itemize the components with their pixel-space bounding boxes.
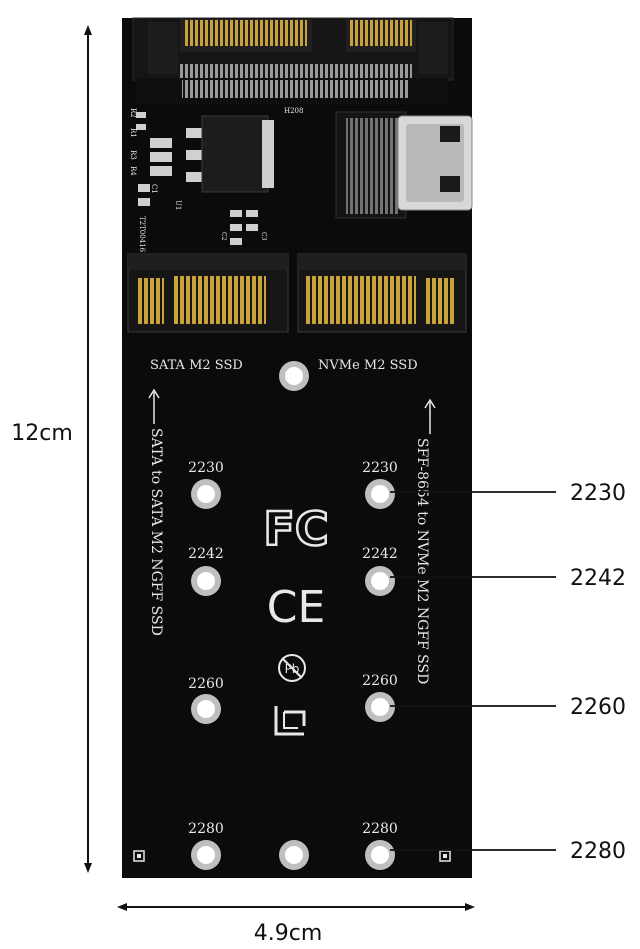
width-dimension: 4.9cm bbox=[117, 903, 475, 946]
right-vertical-text: SFF-8654 to NVMe M2 NGFF SSD bbox=[414, 438, 430, 684]
smd-resistors: R2 R1 R3 R4 C1 T2T00416 bbox=[129, 108, 172, 253]
left-hole-label-2280: 2280 bbox=[188, 821, 224, 837]
board-code: T2T00416 bbox=[138, 216, 146, 253]
recycle-icon bbox=[274, 706, 306, 736]
callout-label-2230: 2230 bbox=[570, 481, 626, 506]
svg-text:FC: FC bbox=[263, 502, 328, 556]
callout-label-2242: 2242 bbox=[570, 566, 626, 591]
right-mount-holes: 2230 2242 2260 2280 bbox=[362, 460, 398, 870]
height-label: 12cm bbox=[11, 421, 73, 446]
left-vertical-text: SATA to SATA M2 NGFF SSD bbox=[148, 428, 164, 636]
sata-connector bbox=[132, 17, 454, 104]
left-hole-label-2230: 2230 bbox=[188, 460, 224, 476]
top-label: H208 bbox=[284, 107, 303, 115]
ce-mark-icon: CE bbox=[267, 582, 326, 633]
nvme-slot-title: NVMe M2 SSD bbox=[318, 358, 418, 373]
pb-free-icon: Pb bbox=[278, 654, 306, 682]
left-hole-label-2260: 2260 bbox=[188, 676, 224, 692]
cap-label-c1: C1 bbox=[150, 184, 158, 194]
callouts: 2230 2242 2260 2280 bbox=[390, 481, 626, 864]
right-arrow-head bbox=[424, 398, 436, 409]
pcb-board: H208 U1 R2 R1 R3 R4 C1 T2T00416 bbox=[122, 17, 473, 878]
svg-text:CE: CE bbox=[267, 582, 326, 633]
resistor-label-r4: R4 bbox=[129, 166, 137, 176]
m2-sata-slot bbox=[127, 253, 289, 333]
resistor-label-r3: R3 bbox=[129, 150, 137, 160]
right-hole-label-2230: 2230 bbox=[362, 460, 398, 476]
right-hole-label-2280: 2280 bbox=[362, 821, 398, 837]
resistor-label-r2: R2 bbox=[129, 108, 137, 118]
corner-marker-right bbox=[439, 850, 451, 862]
cap-label-c3: C3 bbox=[260, 232, 267, 241]
chip-label: U1 bbox=[174, 200, 182, 210]
right-hole-label-2242: 2242 bbox=[362, 546, 398, 562]
sata-slot-title: SATA M2 SSD bbox=[150, 358, 243, 373]
callout-label-2280: 2280 bbox=[570, 839, 626, 864]
height-dimension: 12cm bbox=[11, 25, 92, 873]
m2-nvme-slot bbox=[297, 253, 467, 333]
right-hole-label-2260: 2260 bbox=[362, 673, 398, 689]
corner-marker-left bbox=[133, 850, 145, 862]
resistor-label-r1: R1 bbox=[129, 128, 137, 138]
smd-capacitors: C2 C3 bbox=[220, 210, 267, 245]
sff-8654-connector bbox=[335, 111, 473, 219]
left-arrow-head bbox=[148, 388, 160, 399]
svg-text:Pb: Pb bbox=[285, 662, 300, 676]
callout-label-2260: 2260 bbox=[570, 695, 626, 720]
left-hole-label-2242: 2242 bbox=[188, 546, 224, 562]
width-label: 4.9cm bbox=[254, 921, 323, 946]
fcc-logo-icon: FC bbox=[262, 501, 330, 558]
regulator-chip: U1 bbox=[174, 115, 274, 210]
cap-label-c2: C2 bbox=[220, 232, 227, 241]
left-mount-holes: 2230 2242 2260 2280 bbox=[188, 460, 224, 870]
